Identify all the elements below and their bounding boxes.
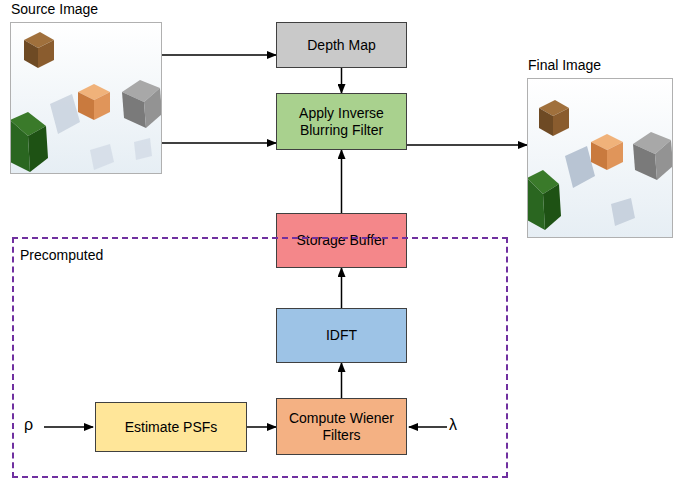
input-symbol: ρ bbox=[22, 416, 35, 434]
box-label: Depth Map bbox=[301, 35, 381, 56]
flow-arrow bbox=[341, 68, 343, 93]
flow-arrow bbox=[407, 144, 527, 146]
process-box: Depth Map bbox=[276, 22, 407, 68]
flow-arrow bbox=[341, 150, 343, 213]
box-label: Apply Inverse Blurring Filter bbox=[277, 103, 406, 141]
process-box: Estimate PSFs bbox=[95, 402, 247, 452]
flow-arrow bbox=[247, 426, 276, 428]
heading: Precomputed bbox=[20, 247, 103, 264]
heading: Final Image bbox=[528, 57, 601, 74]
process-box: Apply Inverse Blurring Filter bbox=[276, 93, 407, 150]
input-symbol: λ bbox=[447, 416, 459, 434]
image-panel: Source Image bbox=[10, 22, 162, 174]
flow-arrow bbox=[341, 268, 343, 308]
box-label: IDFT bbox=[320, 325, 363, 346]
box-label: Compute Wiener Filters bbox=[277, 408, 406, 446]
precomputed-region: PrecomputedIDFT Estimate PSFs Compute Wien… bbox=[12, 237, 508, 478]
box-label: Storage Buffer bbox=[290, 230, 392, 251]
flow-arrow bbox=[162, 142, 276, 144]
flow-arrow bbox=[341, 363, 343, 398]
box-label: Estimate PSFs bbox=[119, 417, 224, 438]
process-box: Storage Buffer bbox=[276, 213, 407, 268]
heading: Source Image bbox=[11, 1, 98, 18]
process-box: Compute Wiener Filters bbox=[276, 398, 407, 455]
source-illustration bbox=[10, 22, 162, 174]
input-arrow bbox=[409, 426, 447, 428]
image-panel: Final Image bbox=[527, 78, 673, 238]
process-box: IDFT bbox=[276, 308, 407, 363]
input-arrow bbox=[44, 426, 93, 428]
final-illustration bbox=[527, 78, 673, 238]
flow-arrow bbox=[162, 54, 276, 56]
